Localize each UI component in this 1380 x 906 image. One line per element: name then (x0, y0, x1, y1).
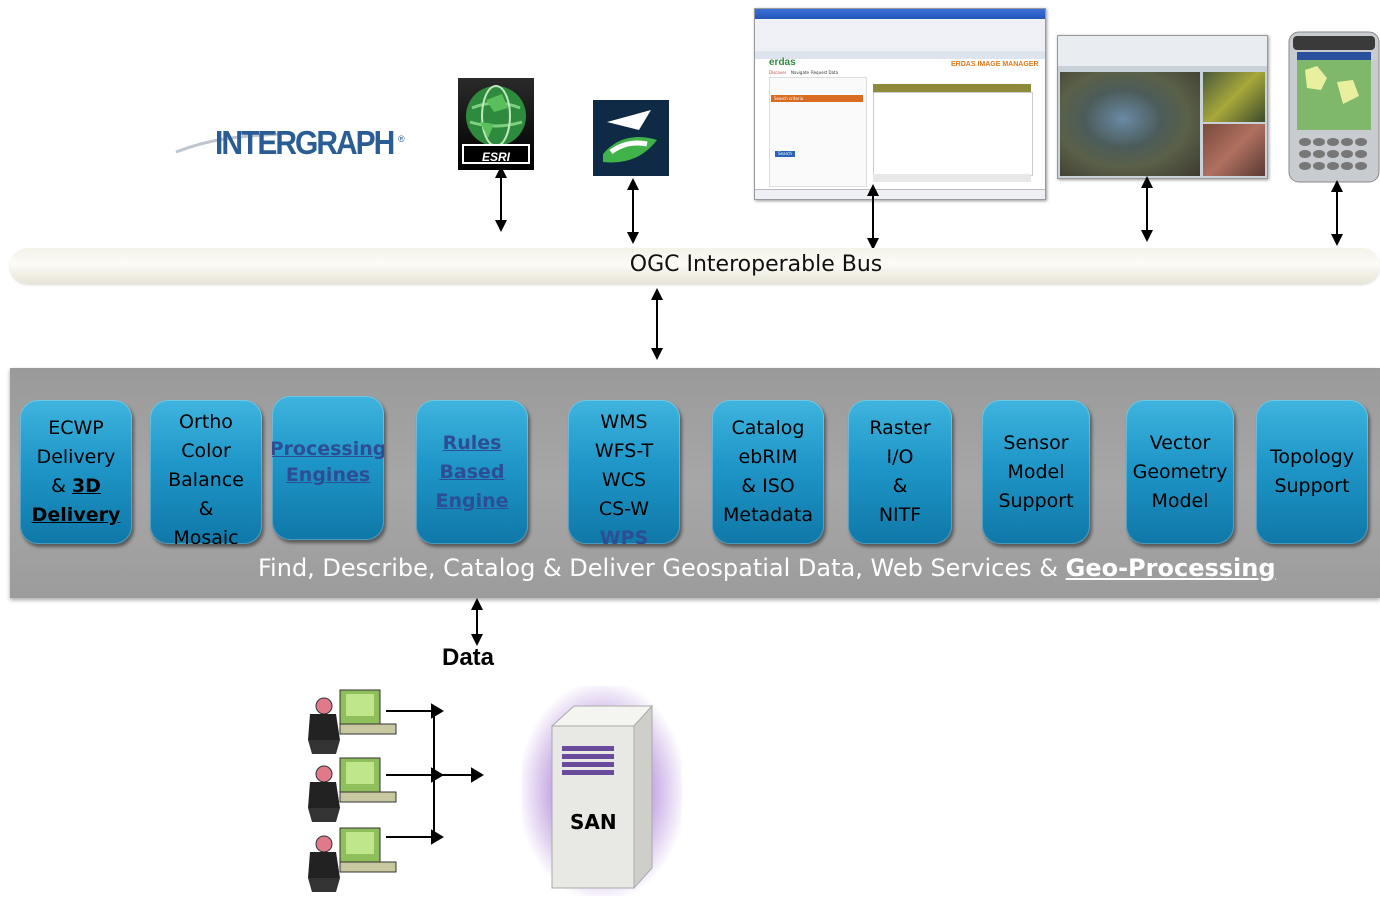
module-line: Ortho (179, 411, 233, 433)
module-rules-engine: Rules Based Engine (416, 400, 528, 544)
module-sensor-model: Sensor Model Support (982, 400, 1090, 544)
bus-server-arrow (651, 288, 663, 360)
pda-bus-arrow (1331, 180, 1343, 246)
product-title: ERDAS IMAGE MANAGER (951, 61, 1039, 68)
esri-wordmark: ESRI (481, 150, 510, 164)
module-link[interactable]: Delivery (31, 504, 121, 526)
users-group (308, 689, 484, 892)
registered-mark: ® (398, 134, 405, 144)
module-line: I/O (886, 446, 914, 468)
module-line: Vector (1149, 431, 1211, 454)
module-line: NITF (878, 504, 922, 526)
processing-link[interactable]: Processing (272, 438, 384, 460)
browser-toolbar (755, 19, 1045, 52)
module-line: Topology (1270, 446, 1354, 468)
bentley-bus-arrow (627, 178, 639, 244)
imagery-viewer-screenshot (1057, 35, 1268, 179)
module-line: Support (1274, 475, 1350, 497)
user-workstation-icon (308, 689, 397, 754)
module-line: & ISO (741, 475, 795, 497)
bentley-logo (593, 100, 669, 176)
module-raster-io: Raster I/O & NITF (848, 400, 952, 544)
module-line: Geometry (1132, 460, 1228, 483)
module-topology: Topology Support (1256, 400, 1368, 544)
module-line: Color (181, 440, 231, 462)
wps-link[interactable]: WPS (599, 527, 649, 544)
map-statusbar (873, 174, 1031, 182)
module-processing-engines: Processing Engines (272, 396, 384, 540)
map-area (873, 92, 1033, 176)
image-manager-screenshot: erdas ERDAS IMAGE MANAGER Discover Navig… (754, 8, 1046, 200)
module-ortho: Ortho Color Balance & Mosaic (150, 400, 262, 544)
module-line: Sensor (1003, 431, 1069, 454)
module-line: & (198, 498, 214, 520)
window-titlebar (755, 9, 1045, 19)
module-line: WMS (600, 411, 648, 433)
module-line: Raster (869, 417, 931, 439)
viewer-bus-arrow (1141, 176, 1153, 242)
module-line: ECWP (48, 417, 104, 439)
pda-device (1288, 31, 1380, 183)
panel-caption: Find, Describe, Catalog & Deliver Geospa… (258, 554, 1276, 582)
intergraph-logo: INTERGRAPH (215, 125, 395, 162)
bentley-b-icon (603, 110, 657, 163)
esri-bus-arrow (495, 166, 507, 232)
module-line: Catalog (731, 417, 805, 439)
module-vector-geometry: Vector Geometry Model (1126, 400, 1234, 544)
geo-processing-link[interactable]: Geo-Processing (1065, 554, 1276, 582)
classified-image (1203, 72, 1265, 122)
module-line: Metadata (723, 504, 813, 526)
san-server-icon (550, 704, 654, 890)
search-button[interactable]: Search (775, 151, 795, 157)
data-label: Data (442, 644, 495, 671)
san-label: SAN (570, 810, 617, 834)
erdas-brand: erdas (769, 57, 796, 68)
based-link[interactable]: Based (439, 460, 505, 483)
tab-request-data[interactable]: Request Data (811, 70, 839, 75)
engine-link[interactable]: Engine (435, 489, 509, 512)
ogc-bus (10, 248, 1380, 284)
aerial-image (1060, 72, 1200, 176)
data-arrow (471, 598, 483, 646)
module-line: & (51, 475, 72, 497)
bus-label: OGC Interoperable Bus (629, 252, 883, 277)
intergraph-swoosh (175, 132, 283, 154)
module-catalog: Catalog ebRIM & ISO Metadata (712, 400, 824, 544)
module-line: CS-W (598, 498, 650, 520)
module-line: Model (1007, 460, 1065, 483)
tab-discover[interactable]: Discover (769, 70, 787, 75)
module-line: Model (1151, 489, 1209, 512)
module-ecwp: ECWP Delivery & 3D Delivery (20, 400, 132, 544)
browser-tabs (755, 51, 1045, 59)
browser-bus-arrow (867, 184, 879, 250)
globe-icon (462, 85, 530, 164)
user-workstation-icon (308, 827, 397, 892)
engines-link[interactable]: Engines (285, 464, 371, 486)
module-line: Delivery (36, 446, 116, 468)
search-panel (769, 77, 867, 187)
module-line: Balance (168, 469, 244, 491)
module-line: WFS-T (594, 440, 654, 462)
tab-navigate[interactable]: Navigate (791, 70, 809, 75)
search-criteria-header: Search criteria (771, 95, 863, 102)
rules-link[interactable]: Rules (442, 431, 502, 454)
map-toolbar (873, 84, 1031, 92)
module-line: Mosaic (173, 527, 239, 544)
browser-statusbar (755, 189, 1045, 199)
module-line: WCS (601, 469, 647, 491)
module-line: ebRIM (738, 446, 798, 468)
viewer-toolbar (1058, 36, 1267, 66)
caption-text: Find, Describe, Catalog & Deliver Geospa… (258, 554, 1066, 582)
module-line: & (892, 475, 908, 497)
thermal-image (1203, 124, 1265, 176)
module-link[interactable]: 3D (71, 475, 101, 497)
module-ogc-services: WMS WFS-T WCS CS-W WPS (568, 400, 680, 544)
module-line: Support (998, 489, 1074, 512)
esri-logo (458, 78, 534, 170)
user-workstation-icon (308, 757, 397, 822)
